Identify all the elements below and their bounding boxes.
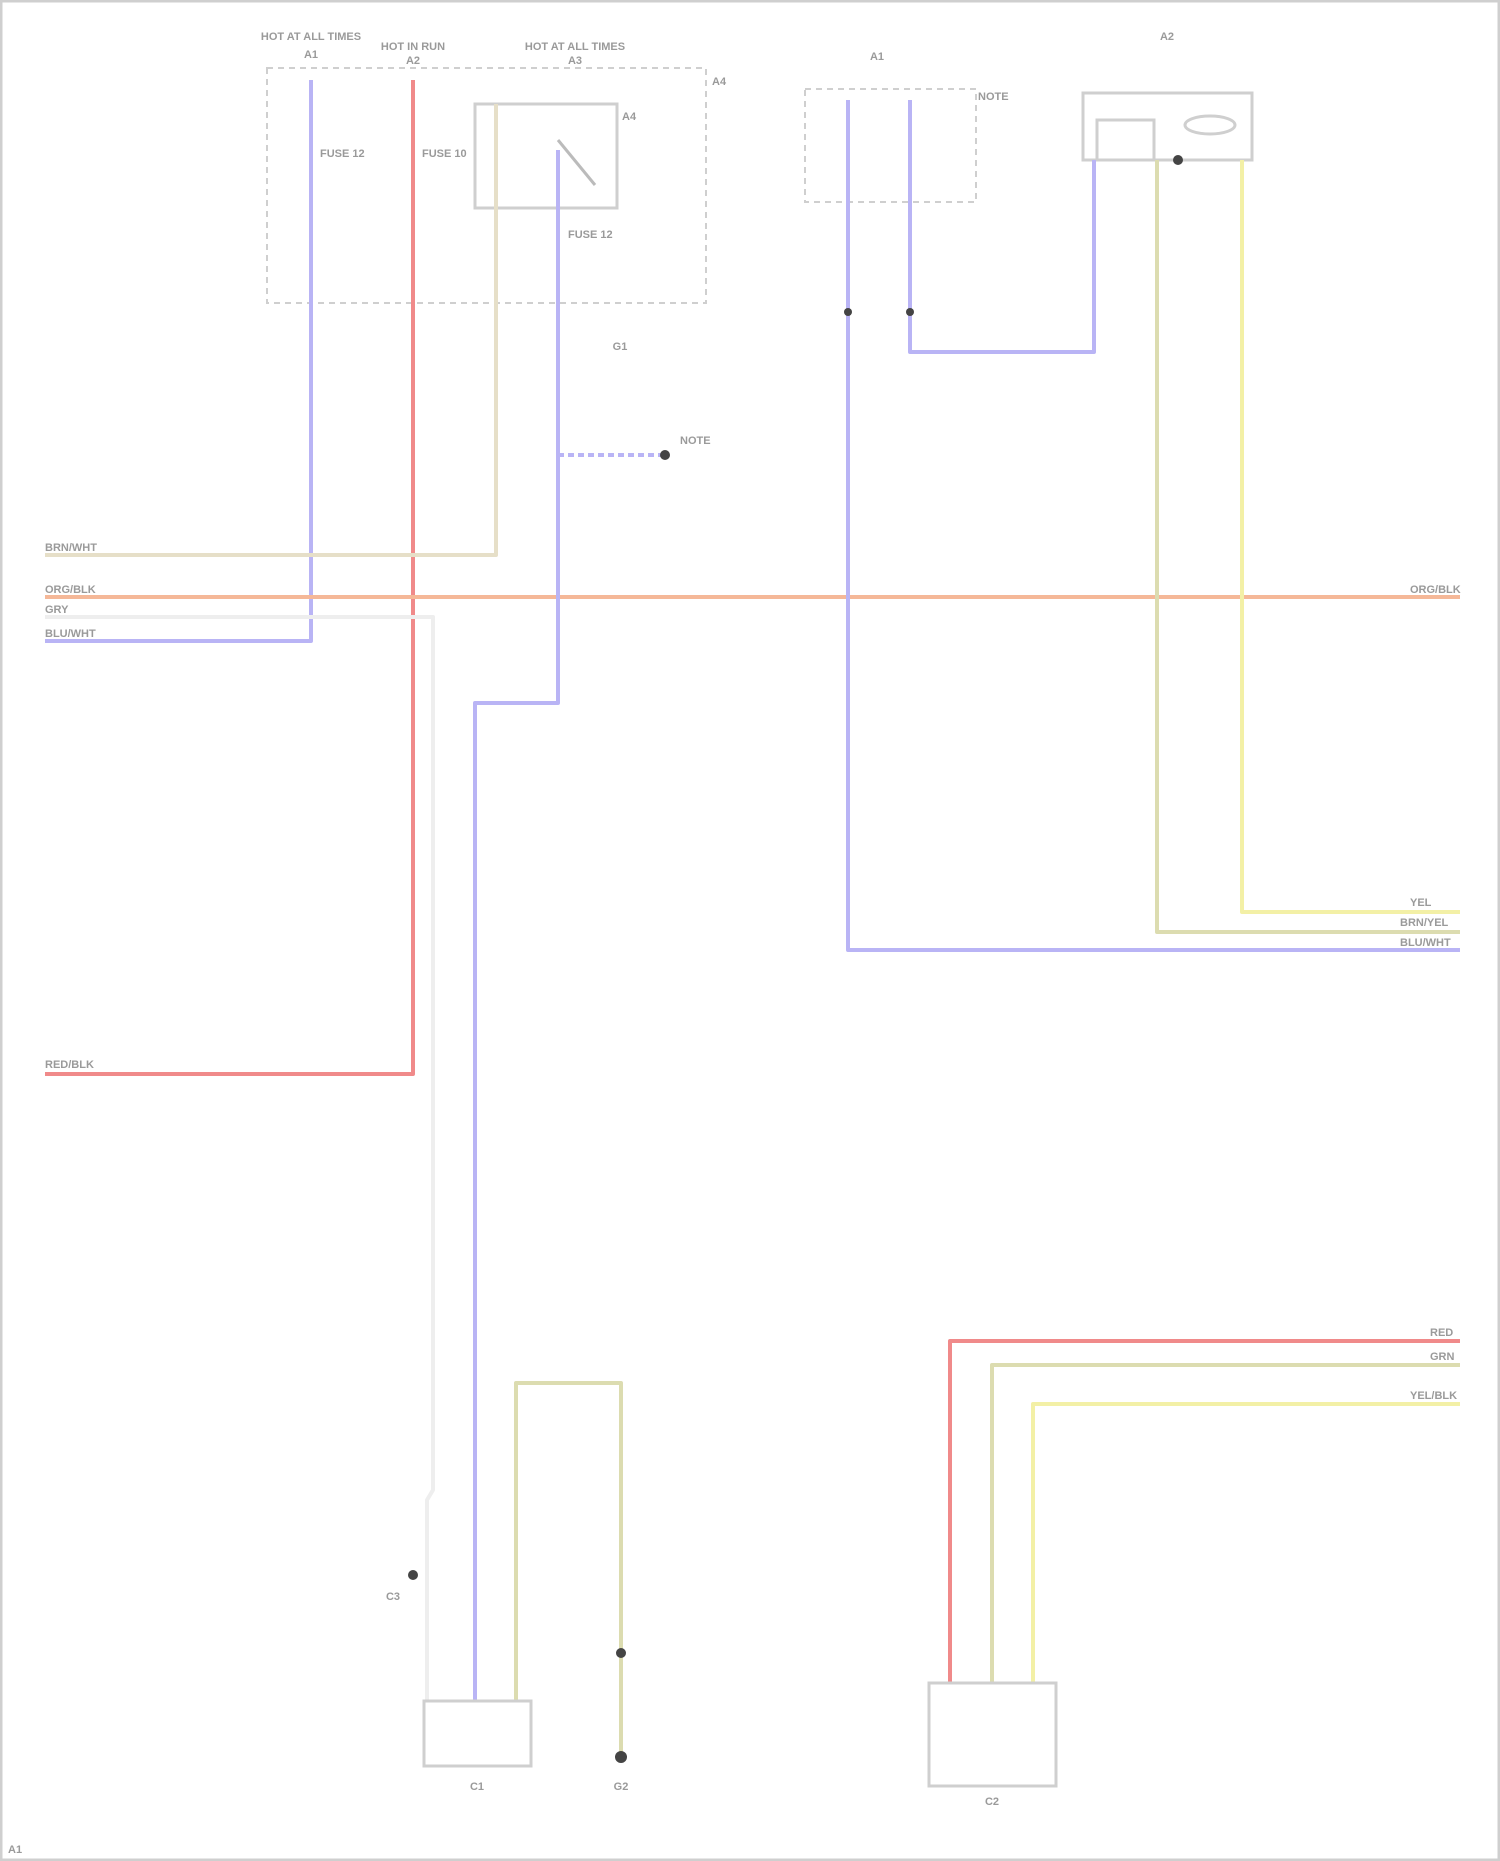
wire-red-2 (950, 1341, 1460, 1683)
bottom-left-component (424, 1701, 531, 1766)
fuse-label-b: HOT IN RUN (381, 41, 445, 53)
wire-olive-2 (992, 1365, 1460, 1683)
ground-1-label: G1 (613, 341, 628, 353)
bottom-left-label: C1 (470, 1781, 484, 1793)
wire-label: BLU/WHT (1400, 937, 1451, 949)
fuse-1-label: FUSE 12 (320, 148, 365, 160)
wire-gray (45, 617, 433, 1701)
wire-label: BRN/YEL (1400, 917, 1449, 929)
ground-2-label: C3 (386, 1591, 400, 1603)
wire-tan-2 (1157, 160, 1460, 932)
wire-label: YEL/BLK (1410, 1390, 1457, 1402)
connector-dot (616, 1648, 626, 1658)
panel-note: A4 (712, 76, 727, 88)
wire-label: RED (1430, 1327, 1453, 1339)
wire-red-1 (45, 80, 413, 1074)
footer-text: A1 (8, 1844, 22, 1856)
fuse-label-b-2: A2 (406, 55, 420, 67)
fuse-label-c: HOT AT ALL TIMES (525, 41, 625, 53)
relay-panel-note: NOTE (978, 91, 1009, 103)
splice-dot (660, 450, 670, 460)
wire-yellow-2 (1033, 1404, 1460, 1683)
relay-note: A4 (622, 111, 637, 123)
relay-panel-title: A1 (870, 51, 884, 63)
fuse-2-label: FUSE 10 (422, 148, 467, 160)
bottom-ground-label: G2 (614, 1781, 629, 1793)
ground-dot (408, 1570, 418, 1580)
wire-tan-1 (45, 104, 496, 555)
fuse-label-a-2: A1 (304, 49, 318, 61)
wire-yellow-1 (1242, 160, 1460, 912)
wire-blue-3 (848, 100, 1460, 950)
module-title: A2 (1160, 31, 1174, 43)
wire-label: GRY (45, 604, 69, 616)
wire-label: GRN (1430, 1351, 1455, 1363)
wire-label: BLU/WHT (45, 628, 96, 640)
wire-blue-4 (910, 100, 1094, 352)
splice-note: NOTE (680, 435, 711, 447)
splice-dot (1173, 155, 1183, 165)
wire-label: RED/BLK (45, 1059, 94, 1071)
bottom-right-component (929, 1683, 1056, 1786)
fuse-3-label: FUSE 12 (568, 229, 613, 241)
relay-panel-outline (805, 89, 976, 202)
ground-dot (615, 1751, 627, 1763)
splice-dot (906, 308, 914, 316)
splice-dot (844, 308, 852, 316)
fuse-label-c-2: A3 (568, 55, 582, 67)
wires (45, 80, 1460, 1757)
wire-label: ORG/BLK (45, 584, 96, 596)
wire-label: ORG/BLK (1410, 584, 1461, 596)
bottom-right-label: C2 (985, 1796, 999, 1808)
fuse-label-a: HOT AT ALL TIMES (261, 31, 361, 43)
wire-label: YEL (1410, 897, 1432, 909)
wire-label: BRN/WHT (45, 542, 97, 554)
module-sub-1 (1097, 120, 1154, 160)
